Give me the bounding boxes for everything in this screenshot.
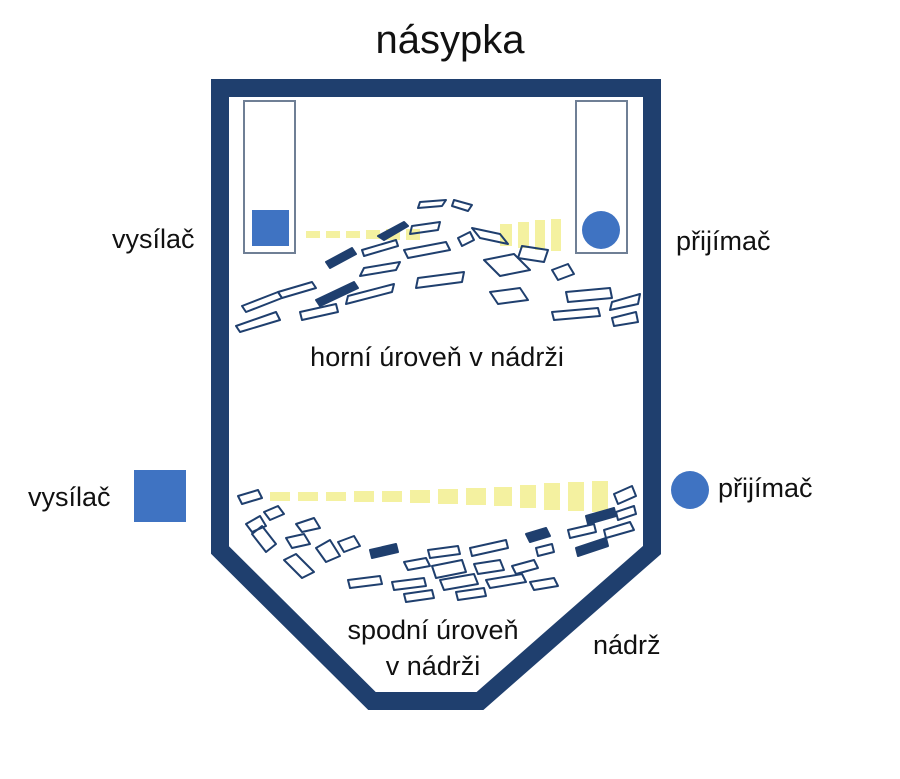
lower-material-pile: [237, 485, 637, 603]
upper-material-heap: [235, 199, 641, 333]
upper-transmitter-tube: [243, 100, 296, 254]
upper-receiver-label: přijímač: [676, 226, 771, 256]
lower-receiver-label: přijímač: [718, 473, 813, 503]
lower-beam: [270, 481, 608, 512]
upper-transmitter-label: vysílač: [112, 224, 195, 254]
lower-receiver-circle: [671, 471, 709, 509]
lower-level-label-line2: v nádrži: [385, 651, 481, 681]
upper-receiver-tube: [575, 100, 628, 254]
lower-transmitter-label: vysílač: [28, 482, 111, 512]
tank-outline: [211, 79, 661, 710]
tank-label: nádrž: [593, 630, 661, 660]
lower-transmitter-square: [134, 470, 186, 522]
upper-receiver-circle: [582, 211, 620, 249]
lower-level-label-line1: spodní úroveň: [347, 615, 519, 645]
diagram-title: násypka: [375, 18, 525, 62]
upper-level-label: horní úroveň v nádrži: [310, 342, 564, 372]
upper-transmitter-square: [252, 210, 289, 246]
